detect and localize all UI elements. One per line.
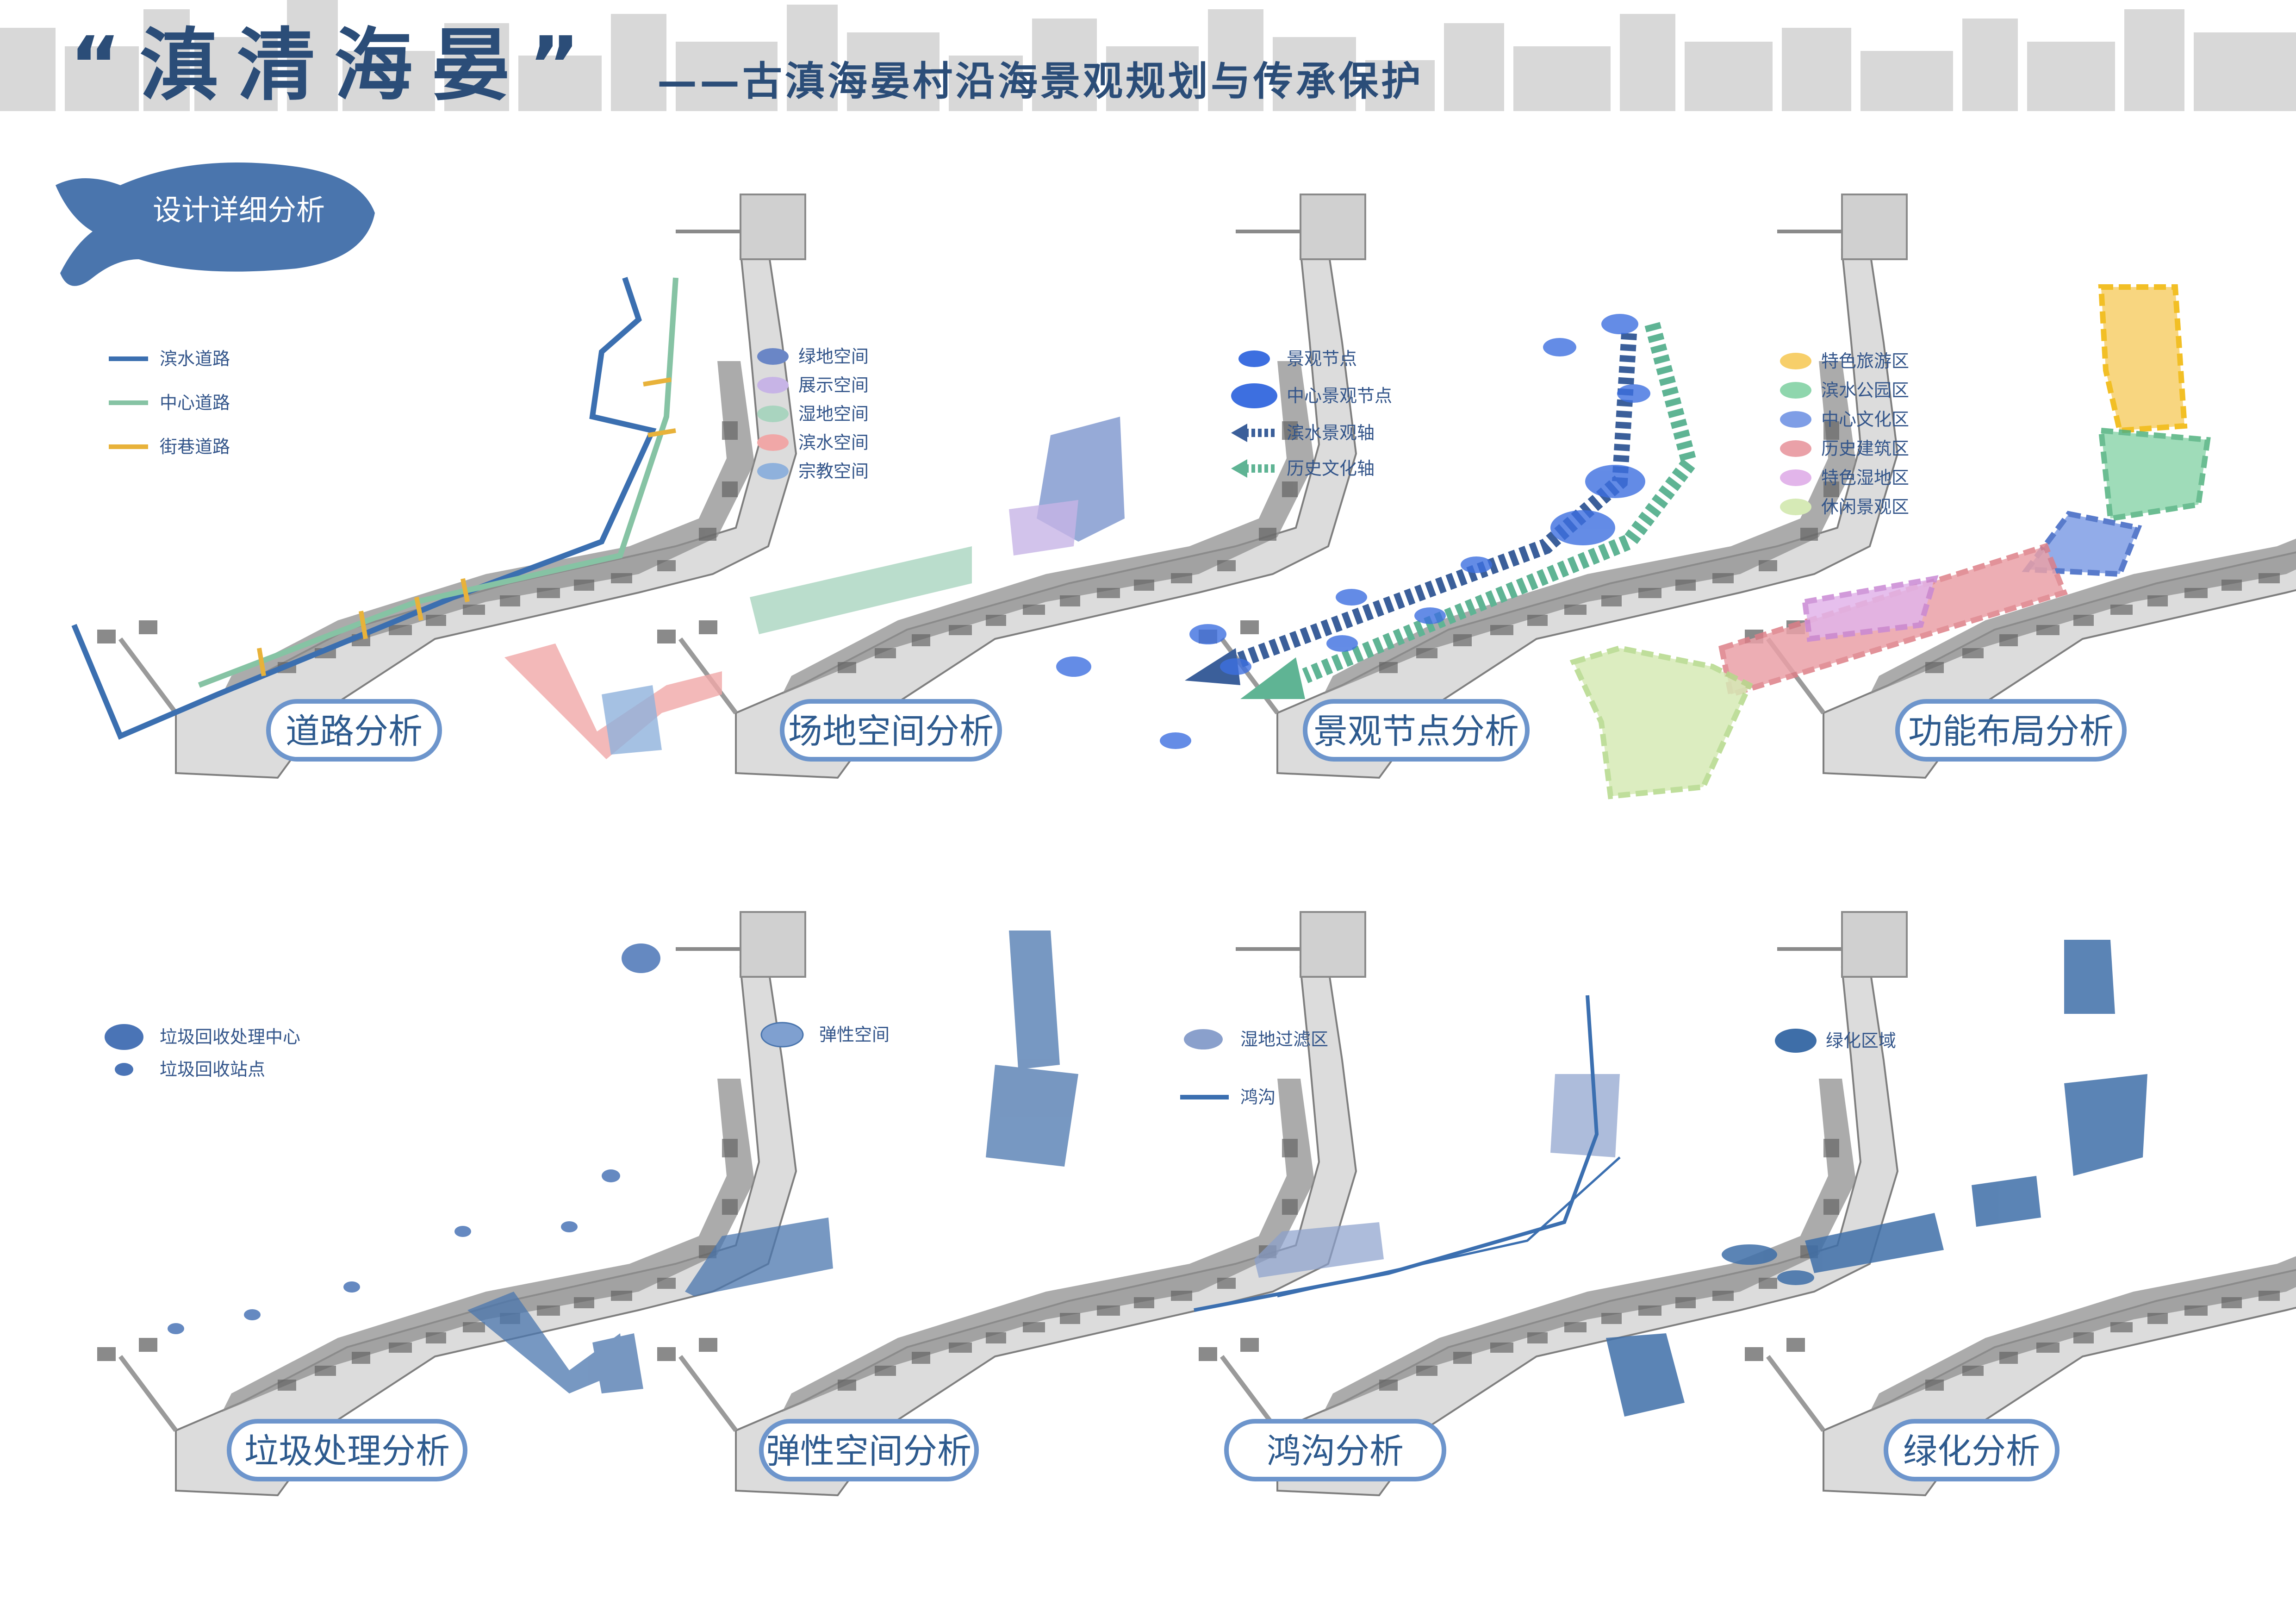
caption-frame [1224, 1419, 1446, 1481]
skyline-banner [0, 0, 2296, 111]
legend-label: 特色湿地区 [1821, 468, 1909, 488]
caption-greening: 绿化分析 [1903, 1431, 2040, 1471]
wetland-space-area [750, 546, 972, 634]
legend-label: 展示空间 [798, 375, 869, 395]
caption-road: 道路分析 [286, 712, 423, 751]
section-badge-label: 设计详细分析 [153, 193, 325, 227]
waterfront-park-zone [2098, 427, 2211, 522]
legend-label: 滨水景观轴 [1287, 423, 1375, 443]
legend-label: 绿地空间 [798, 346, 869, 367]
religious-space-area [602, 685, 662, 755]
legend-label: 历史建筑区 [1821, 438, 1909, 459]
legend-label: 特色旅游区 [1821, 351, 1909, 371]
fish-icon [56, 162, 375, 286]
caption-frame [759, 1419, 979, 1481]
legend-label: 弹性空间 [819, 1024, 890, 1045]
tourism-zone [2098, 284, 2188, 434]
waste-stations [168, 1169, 620, 1334]
function-legend: 特色旅游区 滨水公园区 中心文化区 历史建筑区 特色湿地区 休闲景观区 [1780, 351, 1909, 517]
legend-label: 中心文化区 [1821, 409, 1909, 430]
legend-label: 景观节点 [1287, 349, 1357, 369]
legend-label: 湿地过滤区 [1240, 1029, 1328, 1049]
panel-waste-analysis: 垃圾回收处理中心 垃圾回收站点 垃圾处理分析 [97, 912, 805, 1495]
panel-road-analysis: 滨水道路 中心道路 街巷道路 道路分析 [71, 194, 805, 778]
waterfront-road [71, 277, 657, 740]
resilient-space-areas [467, 931, 1078, 1393]
caption-resilient-space: 弹性空间分析 [766, 1431, 971, 1471]
waste-centers [622, 943, 660, 973]
street-lanes [257, 377, 676, 676]
caption-frame [227, 1419, 467, 1481]
panel-function-layout-analysis: 特色旅游区 滨水公园区 中心文化区 历史建筑区 特色湿地区 休闲景观区 功能布局… [1569, 194, 2296, 800]
culture-axis-arrowhead [1240, 657, 1305, 699]
leisure-landscape-zone [1569, 645, 1753, 800]
center-road [198, 277, 678, 688]
waste-legend: 垃圾回收处理中心 垃圾回收站点 [105, 1024, 300, 1080]
fish-badge: 设计详细分析 [56, 162, 375, 286]
legend-label: 滨水道路 [160, 349, 230, 369]
legend-label: 中心景观节点 [1287, 386, 1392, 406]
site-legend: 绿地空间 展示空间 湿地空间 滨水空间 宗教空间 [757, 346, 869, 481]
panel-site-space-analysis: 绿地空间 展示空间 湿地空间 滨水空间 宗教空间 场地空间分析 [504, 194, 1365, 778]
caption-ditch: 鸿沟分析 [1267, 1431, 1404, 1471]
panel-landscape-node-analysis: 景观节点 中心景观节点 滨水景观轴 历史文化轴 景观节点分析 [1056, 194, 1907, 778]
node-legend: 景观节点 中心景观节点 滨水景观轴 历史文化轴 [1231, 349, 1392, 479]
caption-waste: 垃圾处理分析 [244, 1431, 450, 1471]
subtitle: ——古滇海晏村沿海景观规划与传承保护 [657, 58, 1424, 105]
legend-label: 休闲景观区 [1821, 497, 1909, 517]
legend-label: 垃圾回收站点 [160, 1059, 265, 1080]
panel-resilient-space-analysis: 弹性空间 弹性空间分析 [467, 912, 1365, 1495]
exhibition-space-area [1009, 500, 1078, 556]
caption-frame [266, 699, 442, 762]
ditch-lines-secondary [1277, 1156, 1621, 1298]
main-title: “滇清海晏” [69, 20, 598, 112]
caption-frame [1303, 699, 1530, 762]
caption-site-space: 场地空间分析 [788, 712, 994, 751]
ditch-legend: 湿地过滤区 鸿沟 [1180, 1029, 1328, 1107]
landscape-nodes [1056, 314, 1650, 749]
legend-label: 湿地空间 [798, 404, 869, 424]
greening-legend: 绿化区域 [1775, 1029, 1896, 1053]
legend-label: 中心道路 [160, 393, 230, 413]
legend-label: 滨水空间 [798, 432, 869, 453]
caption-frame [780, 699, 1002, 762]
caption-function-layout: 功能布局分析 [1908, 712, 2114, 751]
legend-label: 绿化区域 [1826, 1031, 1896, 1051]
waterfront-axis-arrowhead [1185, 648, 1240, 685]
greening-areas [1606, 940, 2147, 1417]
legend-label: 历史文化轴 [1287, 458, 1375, 479]
legend-label: 鸿沟 [1240, 1087, 1276, 1107]
caption-landscape-node: 景观节点分析 [1313, 712, 1519, 751]
resilient-legend: 弹性空间 [760, 1022, 890, 1048]
legend-label: 街巷道路 [160, 437, 230, 457]
legend-label: 滨水公园区 [1821, 380, 1909, 400]
caption-frame [1884, 1419, 2060, 1481]
road-legend: 滨水道路 中心道路 街巷道路 [109, 349, 230, 457]
legend-label: 宗教空间 [798, 461, 869, 481]
wetland-feature-zone [1802, 575, 1939, 642]
waterfront-space-area [504, 643, 722, 759]
panel-greening-analysis: 绿化区域 绿化分析 [1606, 912, 2296, 1495]
wetland-filter-areas [1254, 1074, 1620, 1278]
caption-frame [1895, 699, 2127, 762]
panel-ditch-analysis: 湿地过滤区 鸿沟 鸿沟分析 [1180, 912, 1907, 1495]
legend-label: 垃圾回收处理中心 [160, 1027, 300, 1047]
culture-axis-arrow [1302, 322, 1698, 683]
